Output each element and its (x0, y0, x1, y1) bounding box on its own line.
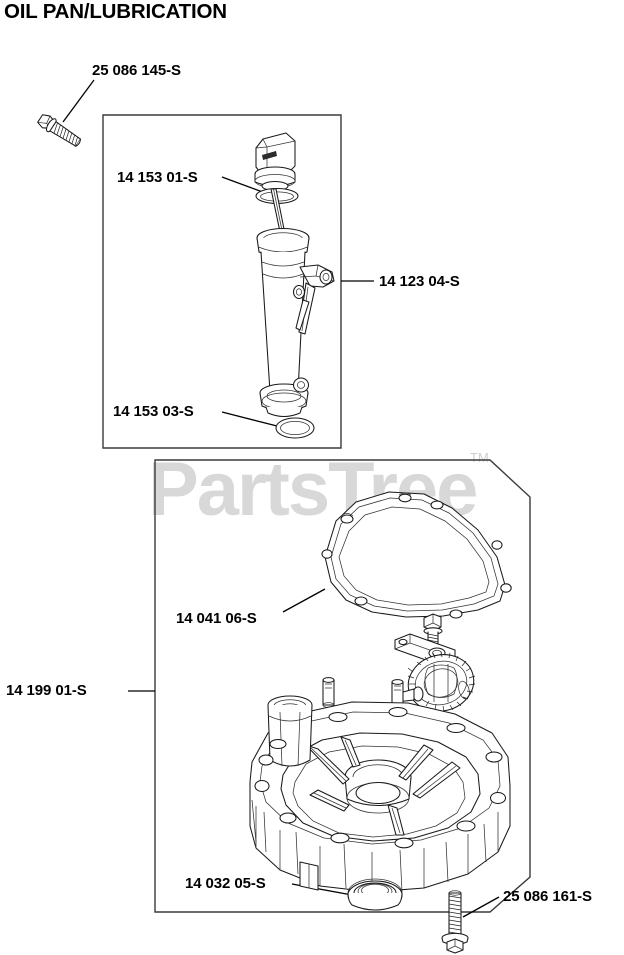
hex-flange-screw-bottom (441, 890, 469, 954)
oil-pan-ribs (305, 736, 461, 836)
dipstick-cap (254, 132, 296, 192)
gasket-bolt-holes (321, 492, 512, 619)
part-label-oil-fill-tube: 14 123 04-S (379, 273, 460, 290)
tube-mounting-bracket (292, 264, 335, 335)
oil-fill-tube-assembly (254, 132, 335, 418)
oil-fill-tube-base (259, 377, 310, 418)
oil-pan-closure-plate (249, 695, 511, 901)
crankshaft-bore-boss (344, 759, 412, 814)
crankshaft-oil-seal (347, 878, 403, 911)
part-label-gasket: 14 041 06-S (176, 610, 257, 627)
dipstick-assembly-box (102, 114, 342, 449)
governor-gear (392, 651, 476, 712)
part-label-dipstick-oring: 14 153 01-S (117, 169, 198, 186)
oil-pan-bolt-holes (254, 706, 507, 849)
part-label-oil-pan-assembly: 14 199 01-S (6, 682, 87, 699)
oil-fill-tube-o-ring (275, 417, 315, 439)
part-label-screw-top: 25 086 145-S (92, 62, 181, 79)
hex-flange-screw-top (37, 114, 81, 147)
oil-pan-assembly-box (154, 459, 531, 913)
part-label-oil-seal: 14 032 05-S (185, 875, 266, 892)
oil-pan-gasket (321, 491, 512, 619)
oil-fill-boss (267, 695, 313, 767)
oil-pan-wall-detail (263, 811, 487, 893)
page-title: OIL PAN/LUBRICATION (4, 0, 227, 23)
dowel-pin-left (322, 677, 335, 708)
governor-assembly (322, 613, 476, 712)
part-label-screw-bottom: 25 086 161-S (503, 888, 592, 905)
dowel-pin-right (391, 679, 404, 710)
part-label-tube-oring: 14 153 03-S (113, 403, 194, 420)
